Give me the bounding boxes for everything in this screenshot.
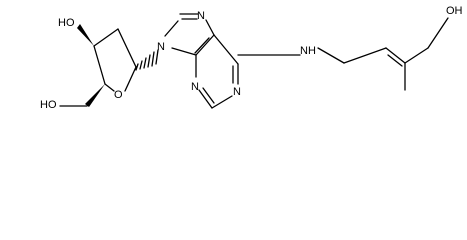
atom-label-amine: NH <box>300 45 316 57</box>
atom-label-n3: N <box>191 81 199 93</box>
atom-label-3prime-hydroxyl: HO <box>58 17 75 29</box>
side-chain <box>317 17 449 91</box>
bond-o4-c1 <box>124 66 137 92</box>
bond-c-ch2b <box>404 47 429 64</box>
bond-ch2-ch <box>343 47 387 64</box>
atom-label-ring-oxygen: O <box>114 89 123 101</box>
bond-ch-c-inner <box>387 54 403 67</box>
bond-c3-c4 <box>93 45 106 85</box>
pyrimidine-ring <box>195 34 239 109</box>
molecule-structure: N N N N O HO HO NH OH <box>40 5 463 111</box>
bond-c3-oh-wedge <box>77 24 94 46</box>
bond-c6-c5 <box>213 34 239 65</box>
bond-n9-c8 <box>164 20 179 37</box>
bond-c1-c2 <box>117 28 137 68</box>
atom-label-n1: N <box>233 86 241 98</box>
atom-label-n7: N <box>197 10 205 22</box>
sugar-ring <box>93 28 137 92</box>
bond-n3-c2-inner <box>202 87 215 104</box>
atom-label-terminal-hydroxyl: OH <box>446 5 463 17</box>
bond-c2-n1 <box>211 95 233 109</box>
bond-n7-c5 <box>205 19 215 36</box>
bond-nh-ch2 <box>317 47 345 64</box>
bond-c5-c4-inner <box>194 37 210 54</box>
bond-c1-n9-hash <box>135 49 159 71</box>
bond-ch-c <box>385 47 406 64</box>
atom-label-n9: N <box>157 41 165 53</box>
bond-c4-n9 <box>171 47 197 56</box>
bond-c5-c4 <box>195 34 215 56</box>
bond-ch2b-oh <box>427 17 449 49</box>
atom-label-5prime-hydroxyl: HO <box>40 99 57 111</box>
bond-n3-c2 <box>198 89 213 109</box>
bond-c4-o4 <box>104 83 115 92</box>
bond-c2-c3 <box>93 28 119 47</box>
bond-c4-c5-wedge <box>85 84 105 107</box>
imidazole-ring <box>164 13 215 56</box>
